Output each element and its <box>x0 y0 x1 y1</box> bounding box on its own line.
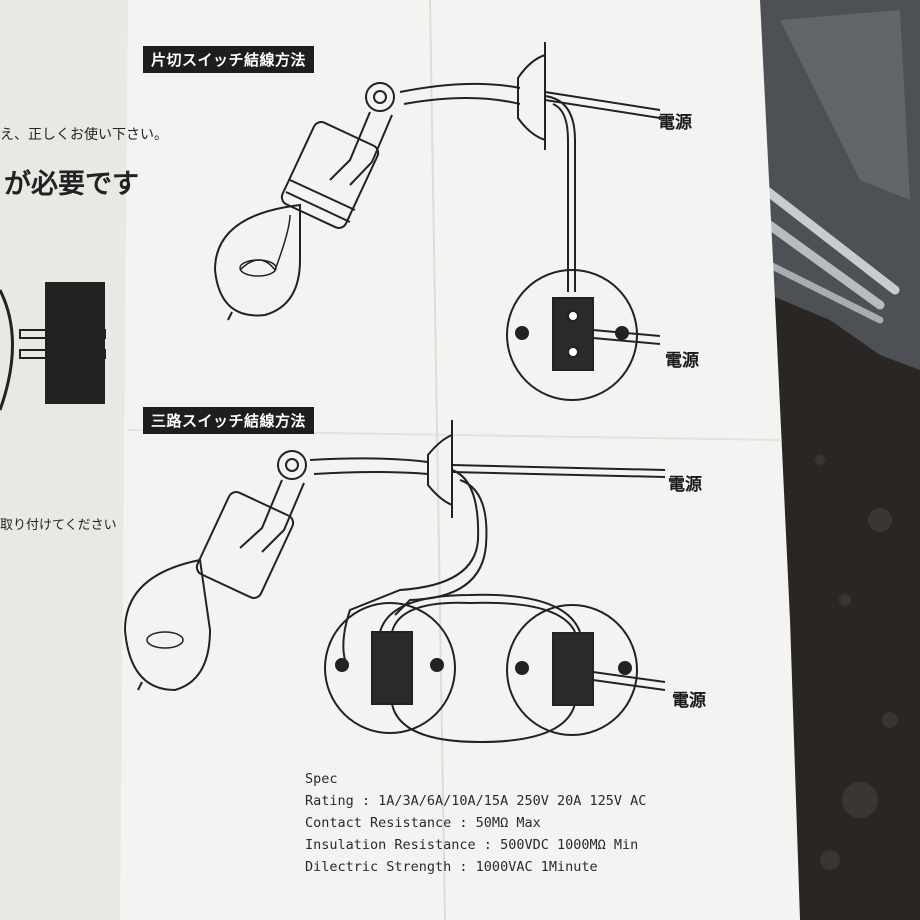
left-fragment-drawing <box>0 282 106 411</box>
power-label-three-top: 電源 <box>668 475 702 495</box>
switch-plate <box>506 269 638 401</box>
bulb <box>213 203 301 317</box>
bag-highlight <box>780 10 910 200</box>
ceiling-plate <box>427 420 453 518</box>
spec-block: Spec Rating : 1A/3A/6A/10A/15A 250V 20A … <box>305 768 646 878</box>
spec-dielectric-strength: Dilectric Strength : 1000VAC 1Minute <box>305 859 598 875</box>
power-label-three-right: 電源 <box>672 691 706 711</box>
single-switch-header: 片切スイッチ結線方法 <box>143 46 315 73</box>
paper-fold <box>429 0 446 920</box>
switch-plate-right <box>506 604 638 736</box>
spec-contact-resistance: Contact Resistance : 50MΩ Max <box>305 815 541 831</box>
instruction-sheet <box>120 0 800 920</box>
table-texture <box>815 455 898 870</box>
spec-title: Spec <box>305 771 338 787</box>
left-paper <box>0 0 150 920</box>
switch-plate-left <box>324 602 456 734</box>
power-label-single-right: 電源 <box>665 351 699 371</box>
left-fragment-top: え、正しくお使い下さい。 <box>0 127 168 143</box>
left-fragment-big: が必要です <box>4 169 139 200</box>
three-way-switch-diagram <box>123 420 666 744</box>
single-switch-diagram <box>213 42 661 401</box>
three-way-switch-header: 三路スイッチ結線方法 <box>143 407 315 434</box>
plastic-bag <box>660 0 920 370</box>
left-fragment-bottom: 取り付けてください <box>0 518 117 533</box>
spec-rating: Rating : 1A/3A/6A/10A/15A 250V 20A 125V … <box>305 793 647 809</box>
spec-insulation-resistance: Insulation Resistance : 500VDC 1000MΩ Mi… <box>305 837 639 853</box>
power-label-single-top: 電源 <box>658 113 692 133</box>
